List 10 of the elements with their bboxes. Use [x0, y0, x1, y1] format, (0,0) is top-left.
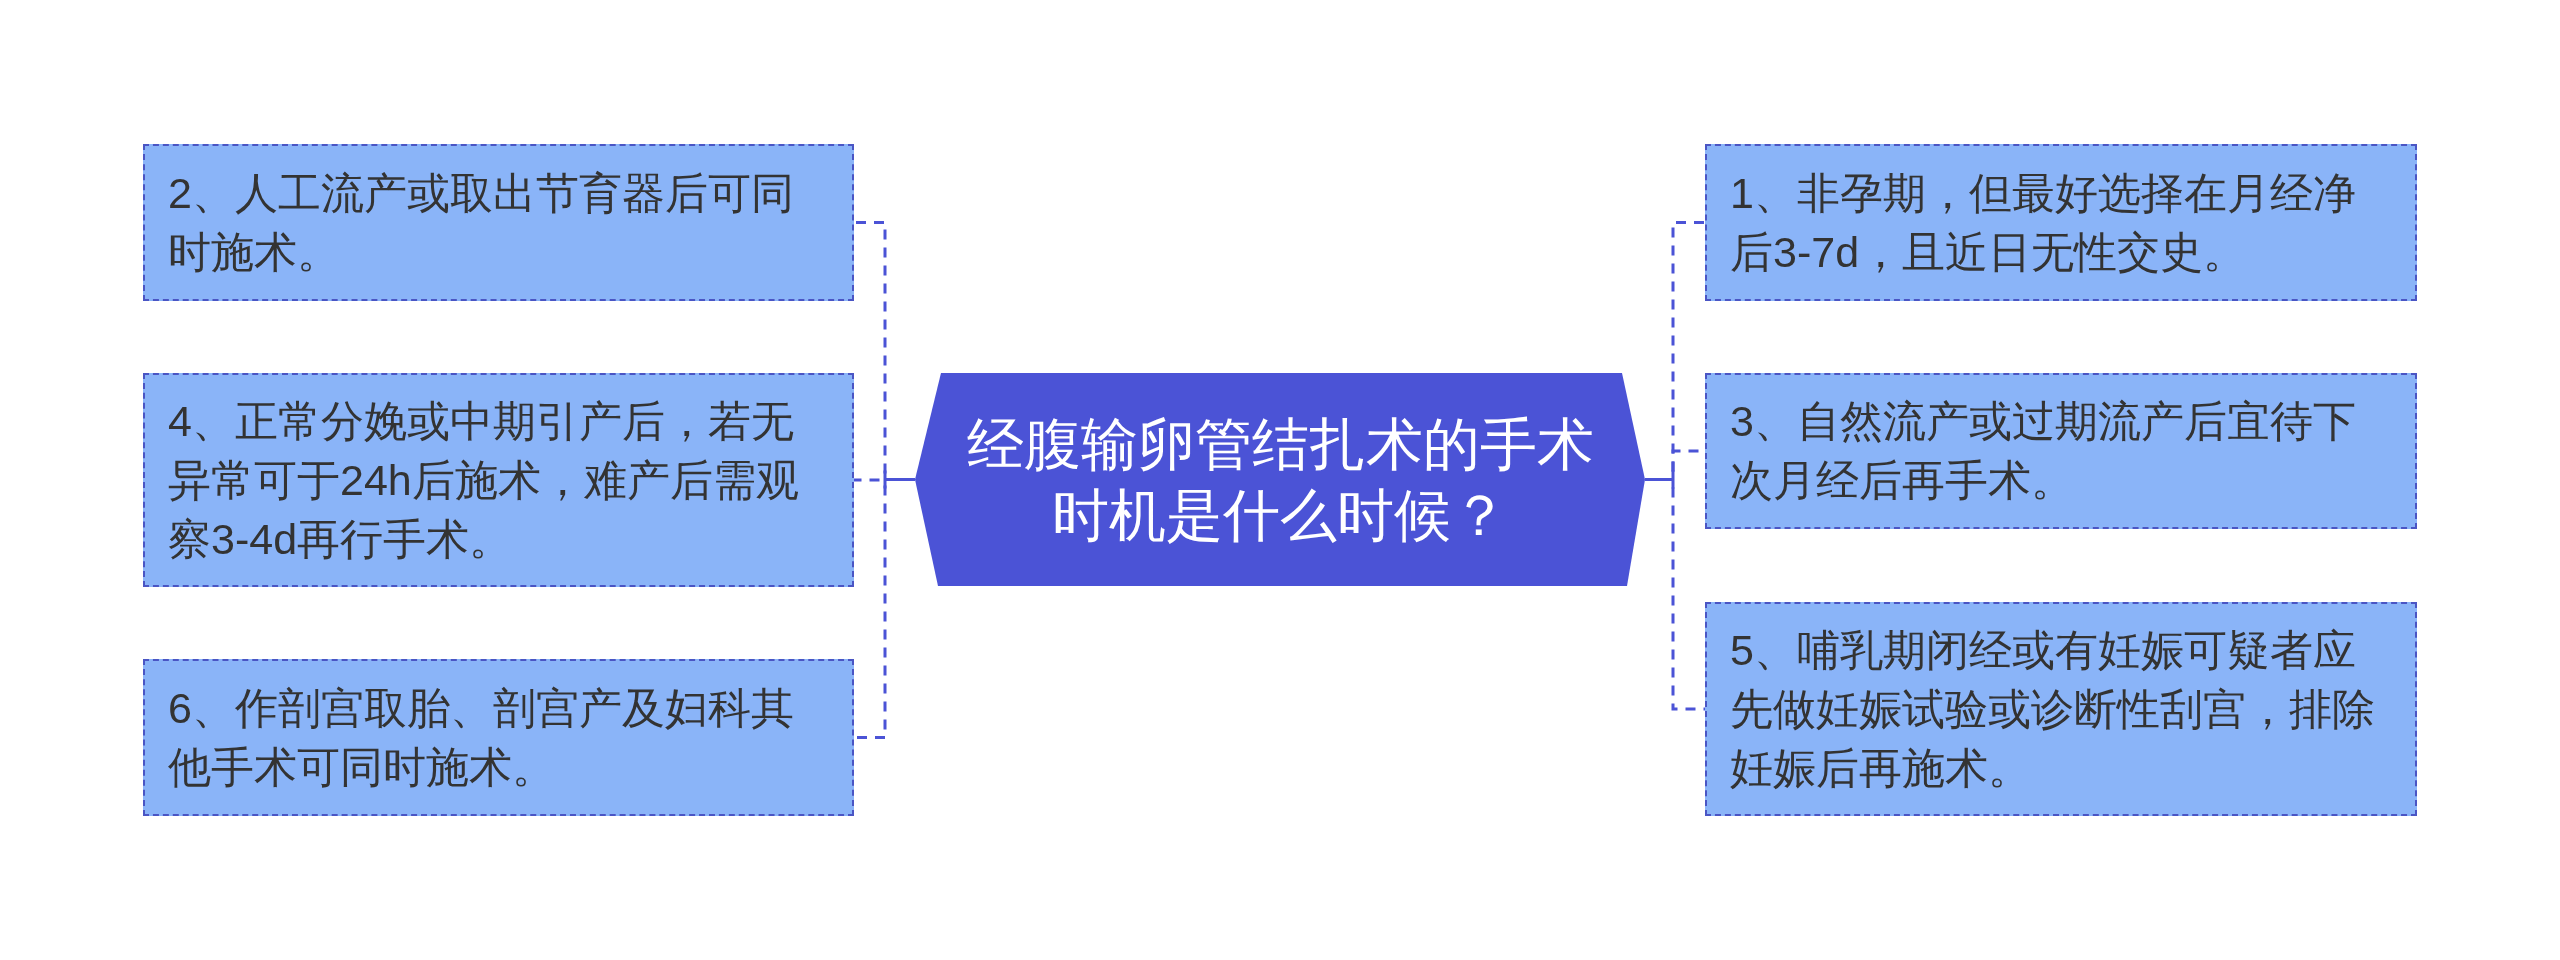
text-box: 1、非孕期，但最好选择在月经净后3-7d，且近日无性交史。	[1705, 144, 2417, 301]
text-box: 5、哺乳期闭经或有妊娠可疑者应先做妊娠试验或诊断性刮宫，排除妊娠后再施术。	[1705, 602, 2417, 816]
text-box: 2、人工流产或取出节育器后可同时施术。	[143, 144, 854, 301]
text-box: 4、正常分娩或中期引产后，若无异常可于24h后施术，难产后需观察3-4d再行手术。	[143, 373, 854, 587]
topic-text: 经腹输卵管结扎术的手术时机是什么时候？	[965, 410, 1595, 549]
text-box: 3、自然流产或过期流产后宜待下次月经后再手术。	[1705, 373, 2417, 529]
topic-hexagon	[915, 373, 1645, 586]
trunk-line	[1643, 469, 1675, 490]
text-box: 6、作剖宫取胎、剖宫产及妇科其他手术可同时施术。	[143, 659, 854, 816]
trunk-line	[883, 469, 917, 490]
